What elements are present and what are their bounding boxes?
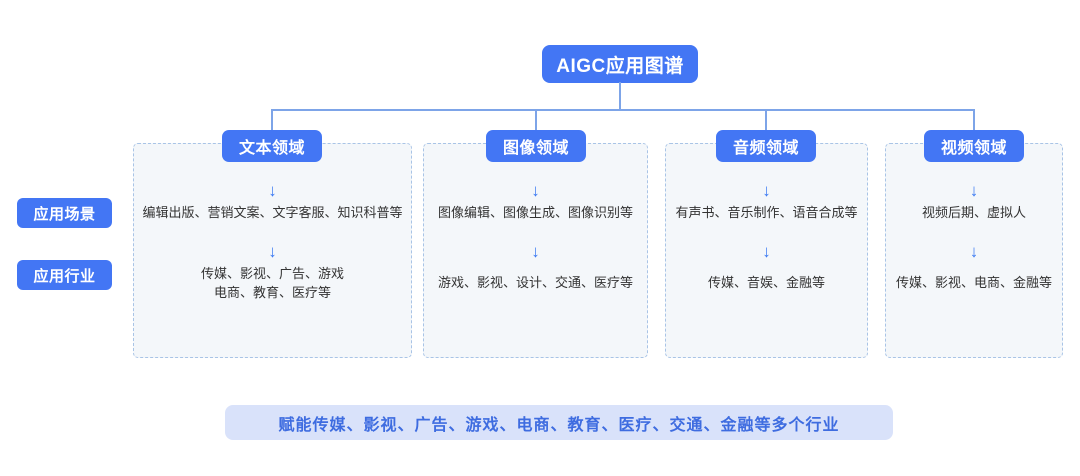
branch-header-audio-domain: 音频领域 bbox=[716, 130, 816, 162]
down-arrow-icon: ↓ bbox=[969, 242, 979, 261]
branch-header-video-domain: 视频领域 bbox=[924, 130, 1024, 162]
connector-drop-image bbox=[535, 109, 537, 132]
panel-image-domain: ↓ 图像编辑、图像生成、图像识别等 ↓ 游戏、影视、设计、交通、医疗等 bbox=[423, 143, 648, 358]
connector-drop-audio bbox=[765, 109, 767, 132]
connector-drop-text bbox=[271, 109, 273, 132]
industries-summary-banner: 赋能传媒、影视、广告、游戏、电商、教育、医疗、交通、金融等多个行业 bbox=[225, 405, 893, 440]
down-arrow-icon: ↓ bbox=[268, 242, 277, 261]
down-arrow-icon: ↓ bbox=[531, 181, 540, 200]
down-arrow-icon: ↓ bbox=[762, 181, 771, 200]
branch-header-text-domain: 文本领域 bbox=[222, 130, 322, 162]
audio-domain-industries: 传媒、音娱、金融等 bbox=[707, 275, 825, 290]
connector-drop-video bbox=[973, 109, 975, 132]
diagram-title: AIGC应用图谱 bbox=[542, 45, 698, 83]
row-label-application-scenario: 应用场景 bbox=[17, 198, 112, 228]
image-domain-scenarios: 图像编辑、图像生成、图像识别等 bbox=[437, 205, 633, 220]
video-domain-industries: 传媒、影视、电商、金融等 bbox=[895, 275, 1052, 290]
connector-title-stub bbox=[619, 82, 621, 110]
panel-text-domain: ↓ 编辑出版、营销文案、文字客服、知识科普等 ↓ 传媒、影视、广告、游戏 电商、… bbox=[133, 143, 412, 358]
down-arrow-icon: ↓ bbox=[531, 242, 540, 261]
row-label-application-industry: 应用行业 bbox=[17, 260, 112, 290]
branch-header-image-domain: 图像领域 bbox=[486, 130, 586, 162]
text-domain-scenarios: 编辑出版、营销文案、文字客服、知识科普等 bbox=[142, 205, 403, 220]
audio-domain-scenarios: 有声书、音乐制作、语音合成等 bbox=[675, 205, 858, 220]
panel-audio-domain: ↓ 有声书、音乐制作、语音合成等 ↓ 传媒、音娱、金融等 bbox=[665, 143, 868, 358]
video-domain-scenarios: 视频后期、虚拟人 bbox=[921, 205, 1026, 220]
down-arrow-icon: ↓ bbox=[268, 181, 277, 200]
panel-video-domain: ↓ 视频后期、虚拟人 ↓ 传媒、影视、电商、金融等 bbox=[885, 143, 1063, 358]
image-domain-industries: 游戏、影视、设计、交通、医疗等 bbox=[437, 275, 633, 290]
down-arrow-icon: ↓ bbox=[762, 242, 771, 261]
text-domain-industries: 传媒、影视、广告、游戏 电商、教育、医疗等 bbox=[200, 265, 344, 300]
connector-horizontal-rail bbox=[271, 109, 975, 111]
down-arrow-icon: ↓ bbox=[969, 181, 979, 200]
